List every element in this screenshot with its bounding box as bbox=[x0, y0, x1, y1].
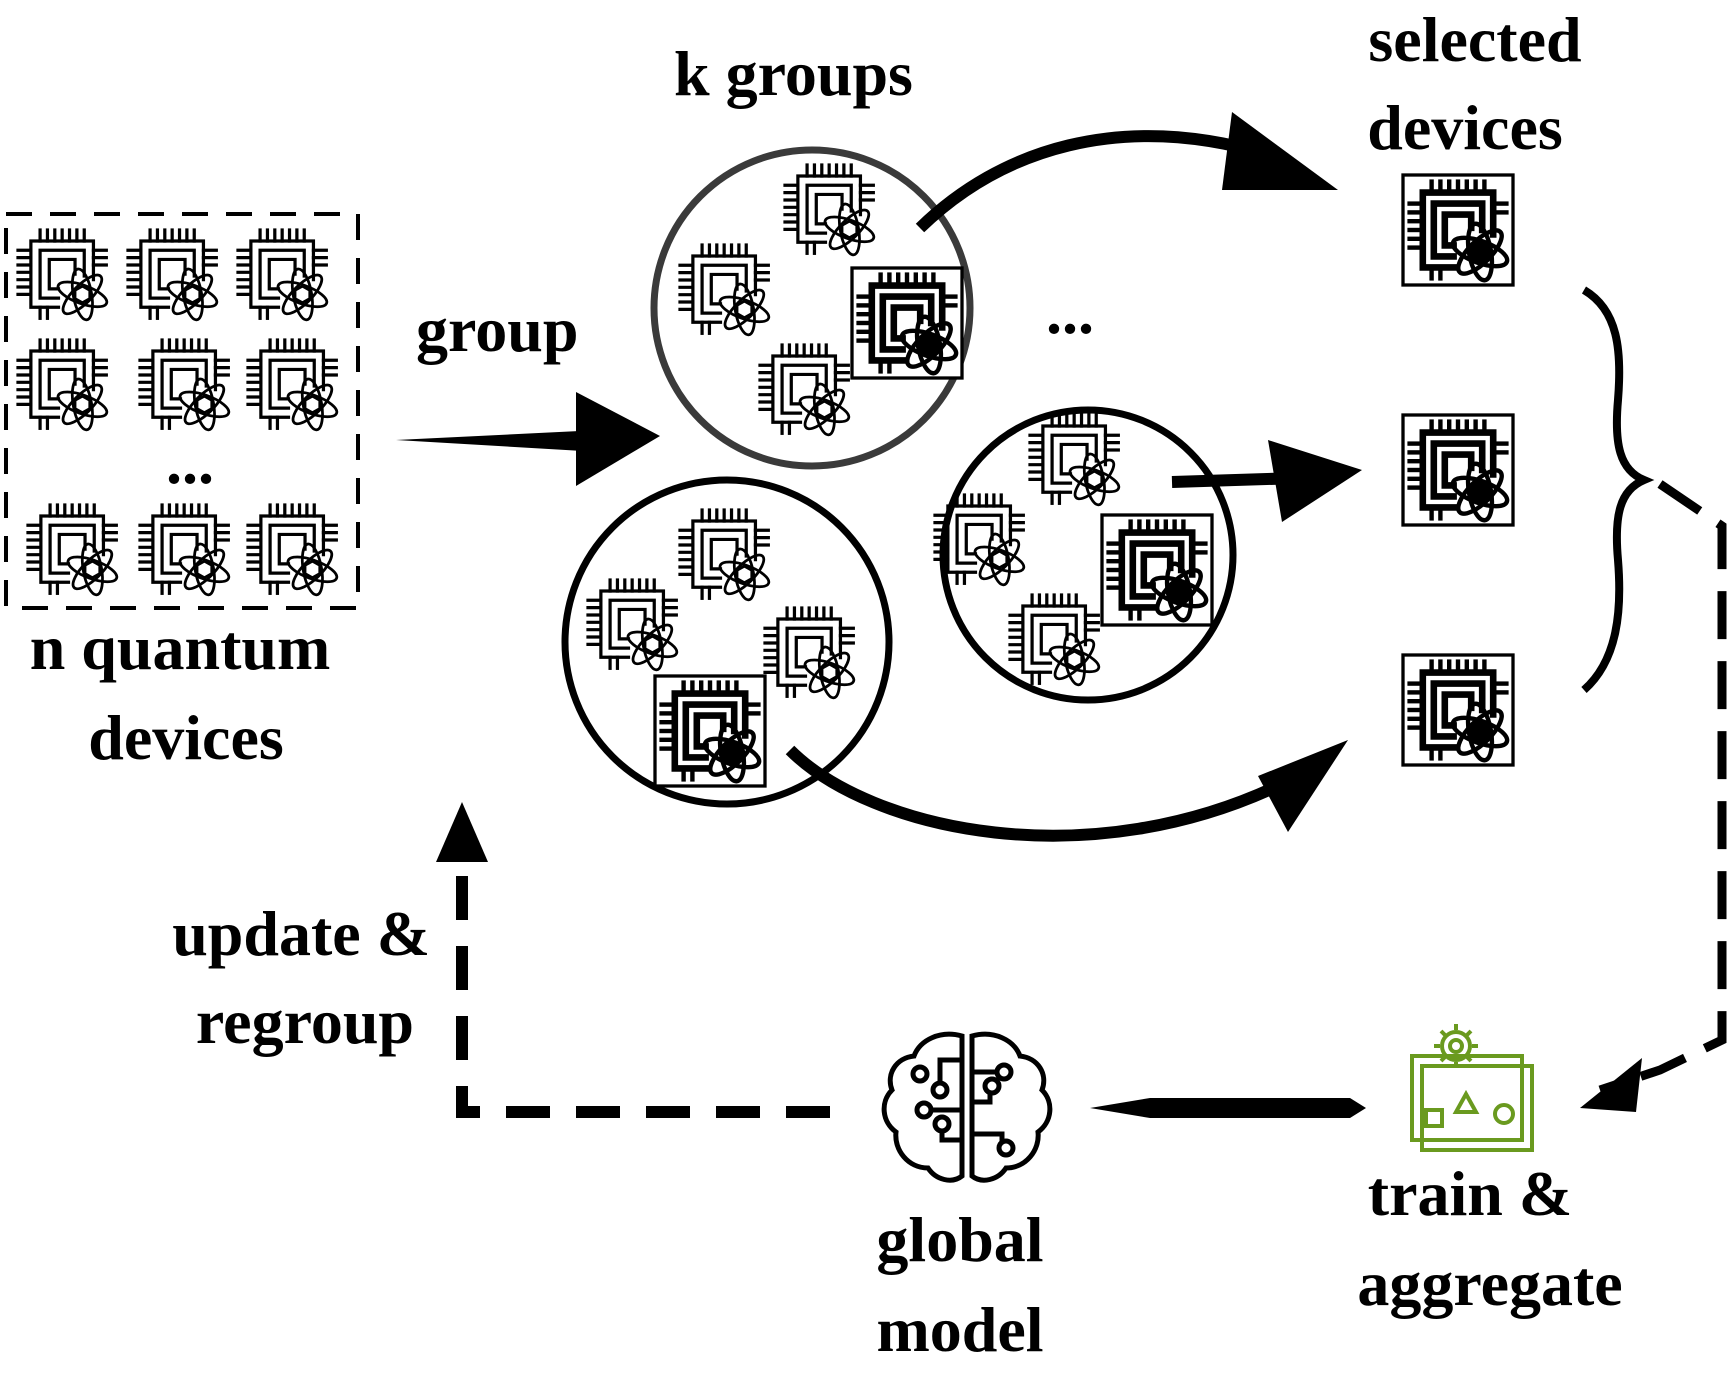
update-regroup-label-line2: regroup bbox=[195, 986, 414, 1057]
n-devices-label-line1: n quantum bbox=[29, 612, 331, 683]
n-devices-label-line2: devices bbox=[88, 702, 284, 773]
group-arrow bbox=[396, 392, 660, 486]
device-pool-grid bbox=[16, 228, 342, 598]
quantum-chip-icon bbox=[933, 493, 1029, 588]
selected-devices-label-line2: devices bbox=[1367, 92, 1563, 163]
grid-ellipsis: ... bbox=[166, 426, 214, 497]
quantum-chip-icon bbox=[236, 228, 332, 323]
quantum-chip-icon bbox=[678, 508, 774, 603]
brain-circuit-icon bbox=[881, 1031, 1053, 1183]
to-train-dashed-arrow bbox=[1580, 480, 1727, 1112]
quantum-chip-icon bbox=[758, 343, 854, 438]
update-regroup-label-line1: update & bbox=[172, 898, 430, 969]
quantum-chip-icon bbox=[586, 578, 682, 673]
quantum-chip-icon bbox=[16, 228, 112, 323]
groups-ellipsis: ... bbox=[1046, 276, 1094, 347]
quantum-chip-filled-icon bbox=[1102, 515, 1212, 625]
group-circle-1 bbox=[650, 146, 974, 470]
quantum-chip-icon bbox=[1008, 593, 1104, 688]
quantum-chip-icon bbox=[138, 503, 234, 598]
k-groups-label: k groups bbox=[674, 38, 913, 109]
selected-device-3 bbox=[1403, 655, 1513, 765]
quantum-chip-filled-icon bbox=[655, 676, 765, 786]
train-aggregate-label-line1: train & bbox=[1367, 1158, 1573, 1229]
quantum-chip-icon bbox=[763, 606, 859, 701]
global-model-label-line2: model bbox=[876, 1294, 1044, 1365]
quantum-chip-icon bbox=[16, 338, 112, 433]
quantum-chip-icon bbox=[678, 243, 774, 338]
selected-device-1 bbox=[1403, 175, 1513, 285]
training-gear-icon bbox=[1410, 1024, 1534, 1152]
quantum-chip-icon bbox=[126, 228, 222, 323]
quantum-chip-icon bbox=[246, 503, 342, 598]
update-regroup-dashed-arrow bbox=[436, 802, 830, 1118]
quantum-chip-icon bbox=[783, 163, 879, 258]
quantum-chip-filled-icon bbox=[852, 268, 962, 378]
quantum-chip-icon bbox=[1028, 413, 1124, 508]
global-model-label-line1: global bbox=[876, 1204, 1044, 1275]
select-arrow-middle bbox=[1171, 440, 1362, 522]
group-circle-3 bbox=[561, 476, 893, 808]
selected-devices-label-line1: selected bbox=[1368, 4, 1582, 75]
aggregate-to-model-arrow bbox=[1090, 1098, 1366, 1118]
device-pool-frame bbox=[4, 212, 360, 610]
selection-brace bbox=[1581, 286, 1655, 693]
train-aggregate-label-line2: aggregate bbox=[1357, 1248, 1623, 1319]
group-label: group bbox=[416, 294, 579, 365]
quantum-chip-icon bbox=[26, 503, 122, 598]
selected-device-2 bbox=[1403, 415, 1513, 525]
select-arrow-bottom bbox=[785, 740, 1348, 842]
quantum-chip-icon bbox=[246, 338, 342, 433]
select-arrow-top bbox=[915, 112, 1338, 233]
group-circle-2 bbox=[939, 406, 1237, 704]
